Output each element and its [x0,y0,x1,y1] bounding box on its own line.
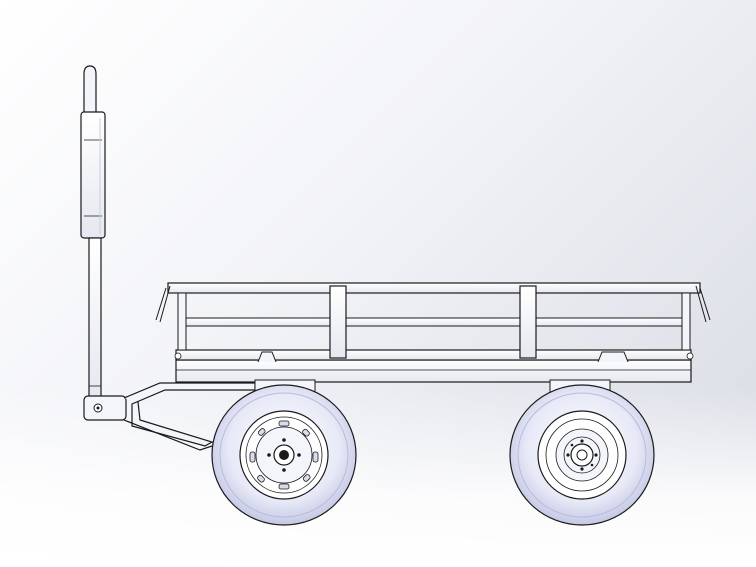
front-latch-arm [155,285,171,323]
cargo-bed [155,282,711,363]
handle-housing [80,111,106,239]
handle-grip [83,65,97,112]
handle-shaft [88,237,102,399]
tow-handle[interactable] [80,65,127,421]
front-rim-slots [249,420,319,490]
front-wheel [211,384,357,526]
bed-stake-1 [329,285,347,359]
bed-stake-2 [519,285,537,359]
bed-mid-rail [184,317,684,327]
bed-rear-post [681,292,691,351]
rear-latch-arm [695,285,711,323]
bed-front-post [177,292,187,351]
latch-rear [597,351,629,363]
drawbar [123,382,256,451]
latch-front [257,351,277,363]
rear-wheel [509,384,655,526]
bed-top-rail [167,282,701,294]
handle-pivot-block [83,395,127,421]
